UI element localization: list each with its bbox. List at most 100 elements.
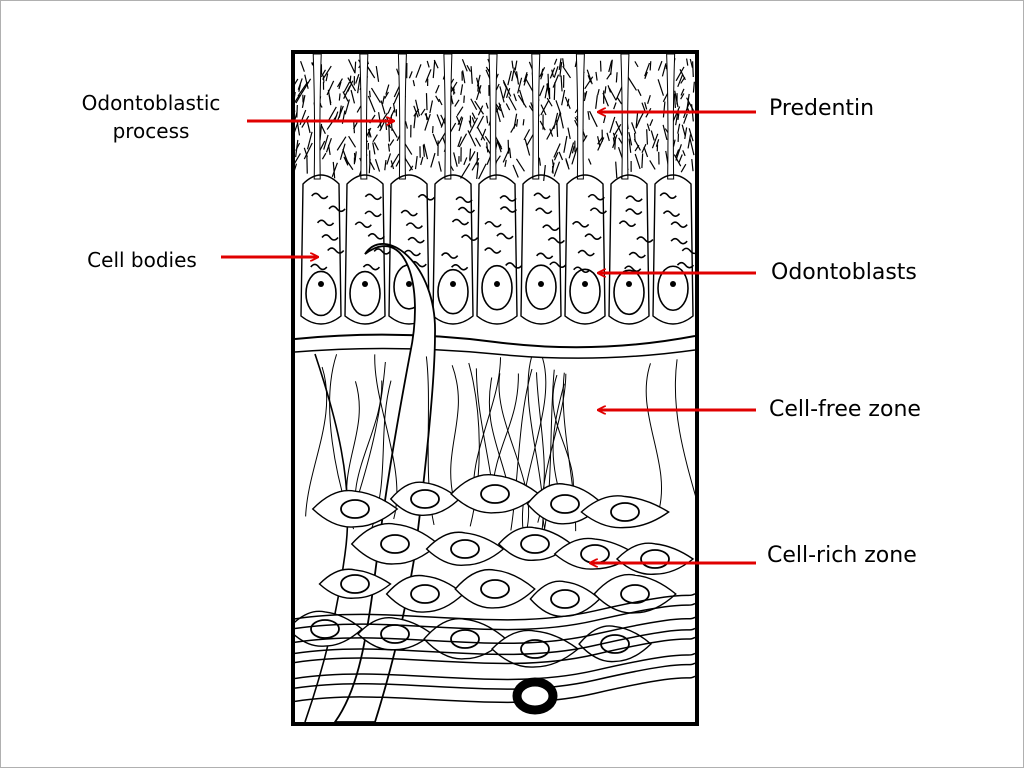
fibroblast-cell — [617, 543, 693, 574]
label-predentin: Predentin — [769, 94, 874, 124]
fibroblast-cell — [530, 581, 599, 616]
fibroblast-cell — [427, 532, 504, 565]
odontoblastic-process — [576, 54, 584, 179]
cell-free-fibre — [306, 367, 327, 516]
odontoblast-cell — [521, 175, 561, 324]
cytoplasm-granule — [629, 253, 645, 258]
cytoplasm-granule — [418, 195, 434, 200]
cytoplasm-granule — [311, 264, 327, 269]
cytoplasm-granule — [637, 237, 653, 242]
odontoblastic-process — [489, 54, 497, 179]
cytoplasm-granule — [485, 222, 501, 227]
cell-free-fibre — [646, 363, 661, 513]
cytoplasm-granule — [660, 193, 676, 198]
cytoplasm-granule — [363, 265, 379, 270]
odontoblast-nucleus — [570, 269, 600, 313]
cytoplasm-granule — [671, 239, 687, 244]
cytoplasm-granule — [585, 234, 601, 239]
fibroblast-cell — [352, 524, 439, 564]
nucleolus — [670, 281, 676, 287]
fibroblast-cell — [492, 630, 578, 667]
odontoblastic-process — [398, 54, 406, 179]
cytoplasm-granule — [550, 262, 566, 267]
label-odontoblastic-process-line2: process — [63, 117, 239, 145]
odontoblast-base-line — [295, 348, 695, 358]
odontoblastic-process — [532, 54, 540, 179]
label-odontoblasts: Odontoblasts — [771, 258, 917, 288]
cytoplasm-granule — [619, 221, 635, 226]
nucleolus — [494, 281, 500, 287]
fibroblast-cell — [455, 570, 535, 608]
nucleolus — [406, 281, 412, 287]
cytoplasm-granule — [626, 209, 642, 214]
odontoblast-nucleus — [482, 266, 512, 310]
label-odontoblastic-process: Odontoblastic process — [63, 89, 239, 145]
cytoplasm-granule — [506, 263, 522, 268]
cytoplasm-granule — [365, 211, 381, 216]
odontoblastic-process — [667, 54, 675, 179]
odontoblastic-process — [621, 54, 629, 179]
cytoplasm-granule — [537, 253, 553, 258]
odontoblastic-process — [444, 54, 452, 179]
cytoplasm-granule — [536, 208, 552, 213]
cell-free-fibre — [451, 365, 459, 497]
cell-free-fibre — [357, 362, 386, 501]
vessel-lumen-inner — [521, 686, 549, 706]
cytoplasm-granule — [548, 238, 564, 243]
cytoplasm-granule — [452, 220, 468, 225]
cytoplasm-granule — [578, 251, 594, 256]
odontoblast-nucleus — [438, 270, 468, 314]
cytoplasm-granule — [365, 194, 381, 199]
odontoblastic-process — [360, 54, 368, 179]
fibroblast-cell — [451, 475, 539, 513]
cytoplasm-granule — [355, 222, 371, 227]
cytoplasm-granule — [573, 222, 589, 227]
cytoplasm-granule — [374, 249, 390, 254]
cytoplasm-granule — [322, 235, 338, 240]
cytoplasm-granule — [329, 206, 345, 211]
odontoblast-nucleus — [306, 271, 336, 315]
label-cell-free-zone: Cell-free zone — [769, 395, 921, 425]
odontoblast-nucleus — [526, 265, 556, 309]
odontoblast-base-line — [295, 335, 695, 348]
nucleolus — [626, 281, 632, 287]
cytoplasm-granule — [671, 222, 687, 227]
nucleolus — [362, 281, 368, 287]
odontoblast-nucleus — [614, 270, 644, 314]
odontoblast-nucleus — [658, 266, 688, 310]
cytoplasm-granule — [408, 238, 424, 243]
cytoplasm-granule — [677, 263, 693, 268]
cytoplasm-granule — [682, 248, 695, 253]
cytoplasm-granule — [401, 211, 417, 216]
cell-free-fibre — [675, 359, 695, 504]
label-cell-bodies: Cell bodies — [69, 246, 215, 274]
label-odontoblastic-process-line1: Odontoblastic — [63, 89, 239, 117]
odontoblast-cell — [477, 175, 517, 324]
nucleolus — [450, 281, 456, 287]
cytoplasm-granule — [456, 197, 472, 202]
cytoplasm-granule — [534, 193, 550, 198]
histology-drawing — [295, 54, 695, 722]
cytoplasm-granule — [485, 248, 501, 253]
cytoplasm-granule — [406, 223, 422, 228]
cytoplasm-granule — [500, 196, 516, 201]
nucleolus — [538, 281, 544, 287]
cytoplasm-granule — [442, 253, 458, 258]
cytoplasm-granule — [588, 195, 604, 200]
label-cell-rich-zone: Cell-rich zone — [767, 541, 917, 571]
cytoplasm-granule — [663, 211, 679, 216]
odontoblast-nucleus — [350, 272, 380, 316]
odontoblastic-process — [313, 54, 321, 179]
cytoplasm-granule — [328, 248, 344, 253]
cytoplasm-granule — [626, 196, 642, 201]
cytoplasm-granule — [462, 235, 478, 240]
nucleolus — [582, 281, 588, 287]
cytoplasm-granule — [318, 220, 334, 225]
cytoplasm-granule — [368, 234, 384, 239]
nucleolus — [318, 281, 324, 287]
pulp-histology-illustration — [291, 50, 699, 726]
cytoplasm-granule — [497, 234, 513, 239]
cytoplasm-granule — [312, 193, 328, 198]
cytoplasm-granule — [543, 225, 559, 230]
